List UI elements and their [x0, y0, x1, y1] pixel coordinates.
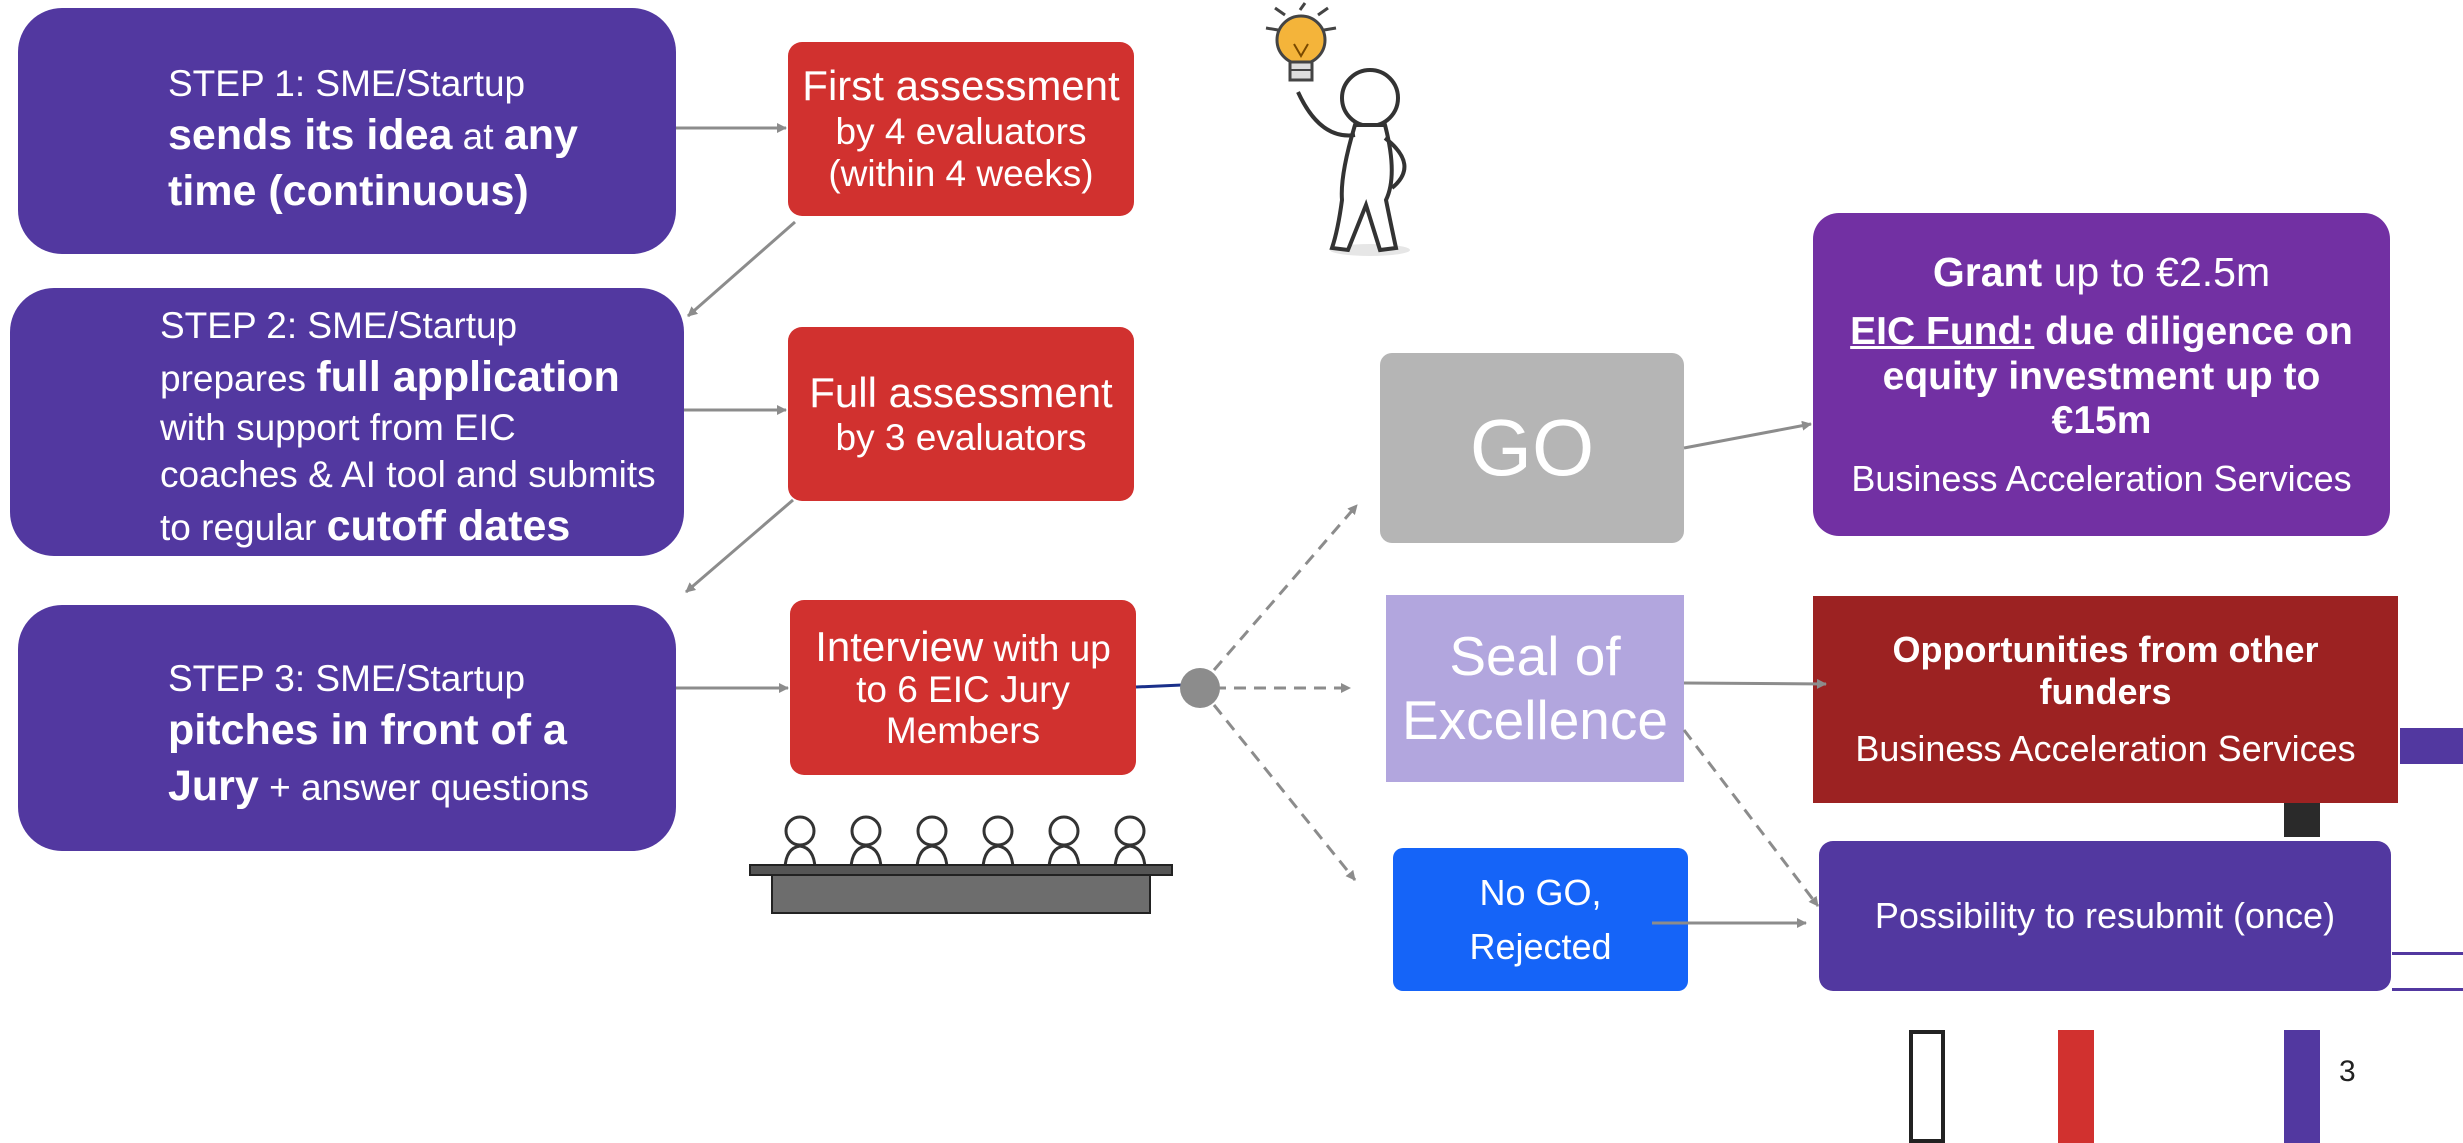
- step1-box: STEP 1: SME/Startup sends its idea at an…: [18, 8, 676, 254]
- step1-bold3: time (continuous): [168, 166, 529, 215]
- step2-text1: prepares: [160, 357, 317, 399]
- jury-member-icon: [849, 815, 883, 869]
- decor-bar-outline: [1909, 1030, 1945, 1143]
- step1-line1: STEP 1: SME/Startup: [168, 63, 526, 104]
- page-number: 3: [2339, 1055, 2356, 1088]
- arrow-seal-to-opps: [1683, 678, 1827, 689]
- first-assessment-line3: (within 4 weeks): [828, 153, 1094, 195]
- opportunities-line3: Business Acceleration Services: [1855, 727, 2356, 769]
- first-assessment-title: First assessment: [802, 62, 1120, 110]
- step2-bold2: cutoff dates: [326, 501, 571, 550]
- full-assessment-box: Full assessment by 3 evaluators: [788, 327, 1134, 501]
- first-assessment-box: First assessment by 4 evaluators (within…: [788, 42, 1134, 216]
- step2-box: STEP 2: SME/Startup prepares full applic…: [10, 288, 684, 556]
- interview-line2: to 6 EIC Jury: [856, 668, 1070, 710]
- grant-eic-fund: EIC Fund:: [1850, 309, 2035, 353]
- interview-text1: with up: [983, 627, 1111, 669]
- interview-title: Interview: [815, 622, 984, 670]
- decor-line-1: [2392, 952, 2463, 955]
- grant-bold1: Grant: [1932, 248, 2043, 295]
- step2-bold1: full application: [316, 352, 620, 401]
- full-assessment-title: Full assessment: [809, 368, 1113, 416]
- step2-line1: STEP 2: SME/Startup: [160, 305, 518, 346]
- nogo-line2: Rejected: [1469, 925, 1612, 967]
- go-label: GO: [1469, 403, 1595, 492]
- opportunities-bold1: Opportunities from other: [1892, 629, 2319, 671]
- jury-panel-illustration: [749, 815, 1173, 914]
- grant-bold4: €15m: [2051, 399, 2152, 443]
- interview-connector: [1135, 683, 1183, 689]
- grant-line4: Business Acceleration Services: [1851, 458, 2352, 500]
- grant-text1: up to €2.5m: [2042, 248, 2271, 295]
- resubmit-box: Possibility to resubmit (once): [1819, 841, 2391, 991]
- step3-bold1: pitches in front of a: [168, 706, 567, 755]
- step3-text1: + answer questions: [258, 766, 589, 808]
- lightbulb-icon: [1265, 2, 1337, 82]
- jury-member-icon: [1047, 815, 1081, 869]
- step1-text1: at: [452, 116, 504, 158]
- no-go-box: No GO, Rejected: [1393, 848, 1688, 991]
- grant-bold2: due diligence on: [2034, 309, 2353, 353]
- interview-box: Interview with up to 6 EIC Jury Members: [790, 600, 1136, 775]
- jury-member-icon: [981, 815, 1015, 869]
- nogo-line1: No GO,: [1479, 871, 1602, 913]
- step2-line3: with support from EIC: [160, 406, 516, 448]
- dashed-seal-to-resubmit: [1682, 729, 1820, 907]
- resubmit-label: Possibility to resubmit (once): [1874, 895, 2336, 936]
- thinking-person-illustration: [1296, 68, 1410, 256]
- decor-bar-blue: [2400, 728, 2463, 764]
- full-assessment-line2: by 3 evaluators: [835, 416, 1087, 458]
- decor-bar-black: [2284, 803, 2320, 837]
- dashed-to-go: [1212, 504, 1359, 671]
- step2-line4: coaches & AI tool and submits: [160, 453, 656, 495]
- step1-bold2: any: [503, 111, 578, 160]
- opportunities-box: Opportunities from other funders Busines…: [1813, 596, 2398, 803]
- step3-box: STEP 3: SME/Startup pitches in front of …: [18, 605, 676, 851]
- jury-member-icon: [915, 815, 949, 869]
- decor-bar-purple: [2284, 1030, 2320, 1143]
- grant-box: Grant up to €2.5m EIC Fund: due diligenc…: [1813, 213, 2390, 536]
- interview-line3: Members: [885, 709, 1041, 751]
- seal-line2: Excellence: [1402, 688, 1668, 751]
- jury-table-top: [749, 864, 1173, 876]
- jury-table-front: [771, 874, 1151, 914]
- dashed-to-nogo: [1212, 704, 1357, 881]
- jury-member-icon: [783, 815, 817, 869]
- step3-line1: STEP 3: SME/Startup: [168, 658, 526, 699]
- step2-text2: to regular: [160, 506, 327, 548]
- arrow-first-to-step2: [687, 220, 796, 318]
- first-assessment-line2: by 4 evaluators: [835, 110, 1087, 152]
- grant-bold3: equity investment up to: [1882, 354, 2321, 398]
- decor-bar-red: [2058, 1030, 2094, 1143]
- jury-member-icon: [1113, 815, 1147, 869]
- seal-line1: Seal of: [1449, 625, 1621, 688]
- step1-bold1: sends its idea: [168, 111, 453, 160]
- arrow-go-to-grant: [1683, 420, 1812, 450]
- decision-node: [1180, 668, 1220, 708]
- opportunities-bold2: funders: [2039, 670, 2172, 712]
- step3-bold2: Jury: [168, 761, 259, 810]
- decor-line-2: [2392, 988, 2463, 991]
- go-box: GO: [1380, 353, 1684, 543]
- arrow-full-to-step3: [685, 498, 794, 594]
- seal-of-excellence-box: Seal of Excellence: [1386, 595, 1684, 782]
